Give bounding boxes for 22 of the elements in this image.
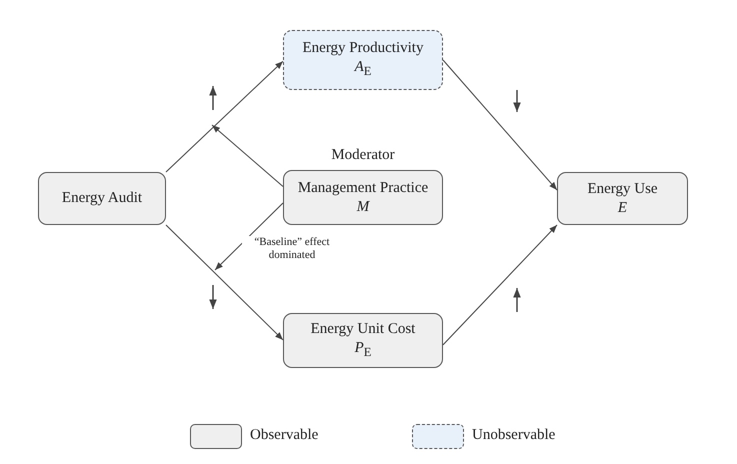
arrow bbox=[214, 202, 284, 270]
variable-symbol: P$_{E}$ bbox=[354, 338, 372, 360]
rounded-box bbox=[38, 172, 166, 225]
variable-symbol: E bbox=[618, 198, 628, 218]
arrow bbox=[166, 60, 284, 172]
arrow bbox=[442, 60, 558, 191]
node-title: Energy Productivity bbox=[302, 39, 424, 58]
arrow bbox=[166, 224, 284, 340]
node-title: Management Practice bbox=[298, 178, 428, 198]
variable-symbol: A$_{E}$ bbox=[354, 58, 372, 80]
arrow bbox=[212, 124, 284, 187]
node-title: Energy Use bbox=[587, 180, 658, 198]
variable-symbol: M bbox=[356, 198, 370, 216]
legend-label: Observable bbox=[250, 427, 318, 444]
node-title: Energy Unit Cost bbox=[310, 320, 416, 338]
rounded-box bbox=[557, 172, 688, 225]
dashed-rounded-box bbox=[283, 30, 443, 90]
arrow bbox=[442, 224, 558, 346]
legend-label: Unobservable bbox=[472, 427, 556, 444]
rounded-box bbox=[283, 313, 443, 368]
node-heading: Moderator bbox=[330, 146, 396, 165]
node-title: Energy Audit bbox=[62, 189, 142, 208]
